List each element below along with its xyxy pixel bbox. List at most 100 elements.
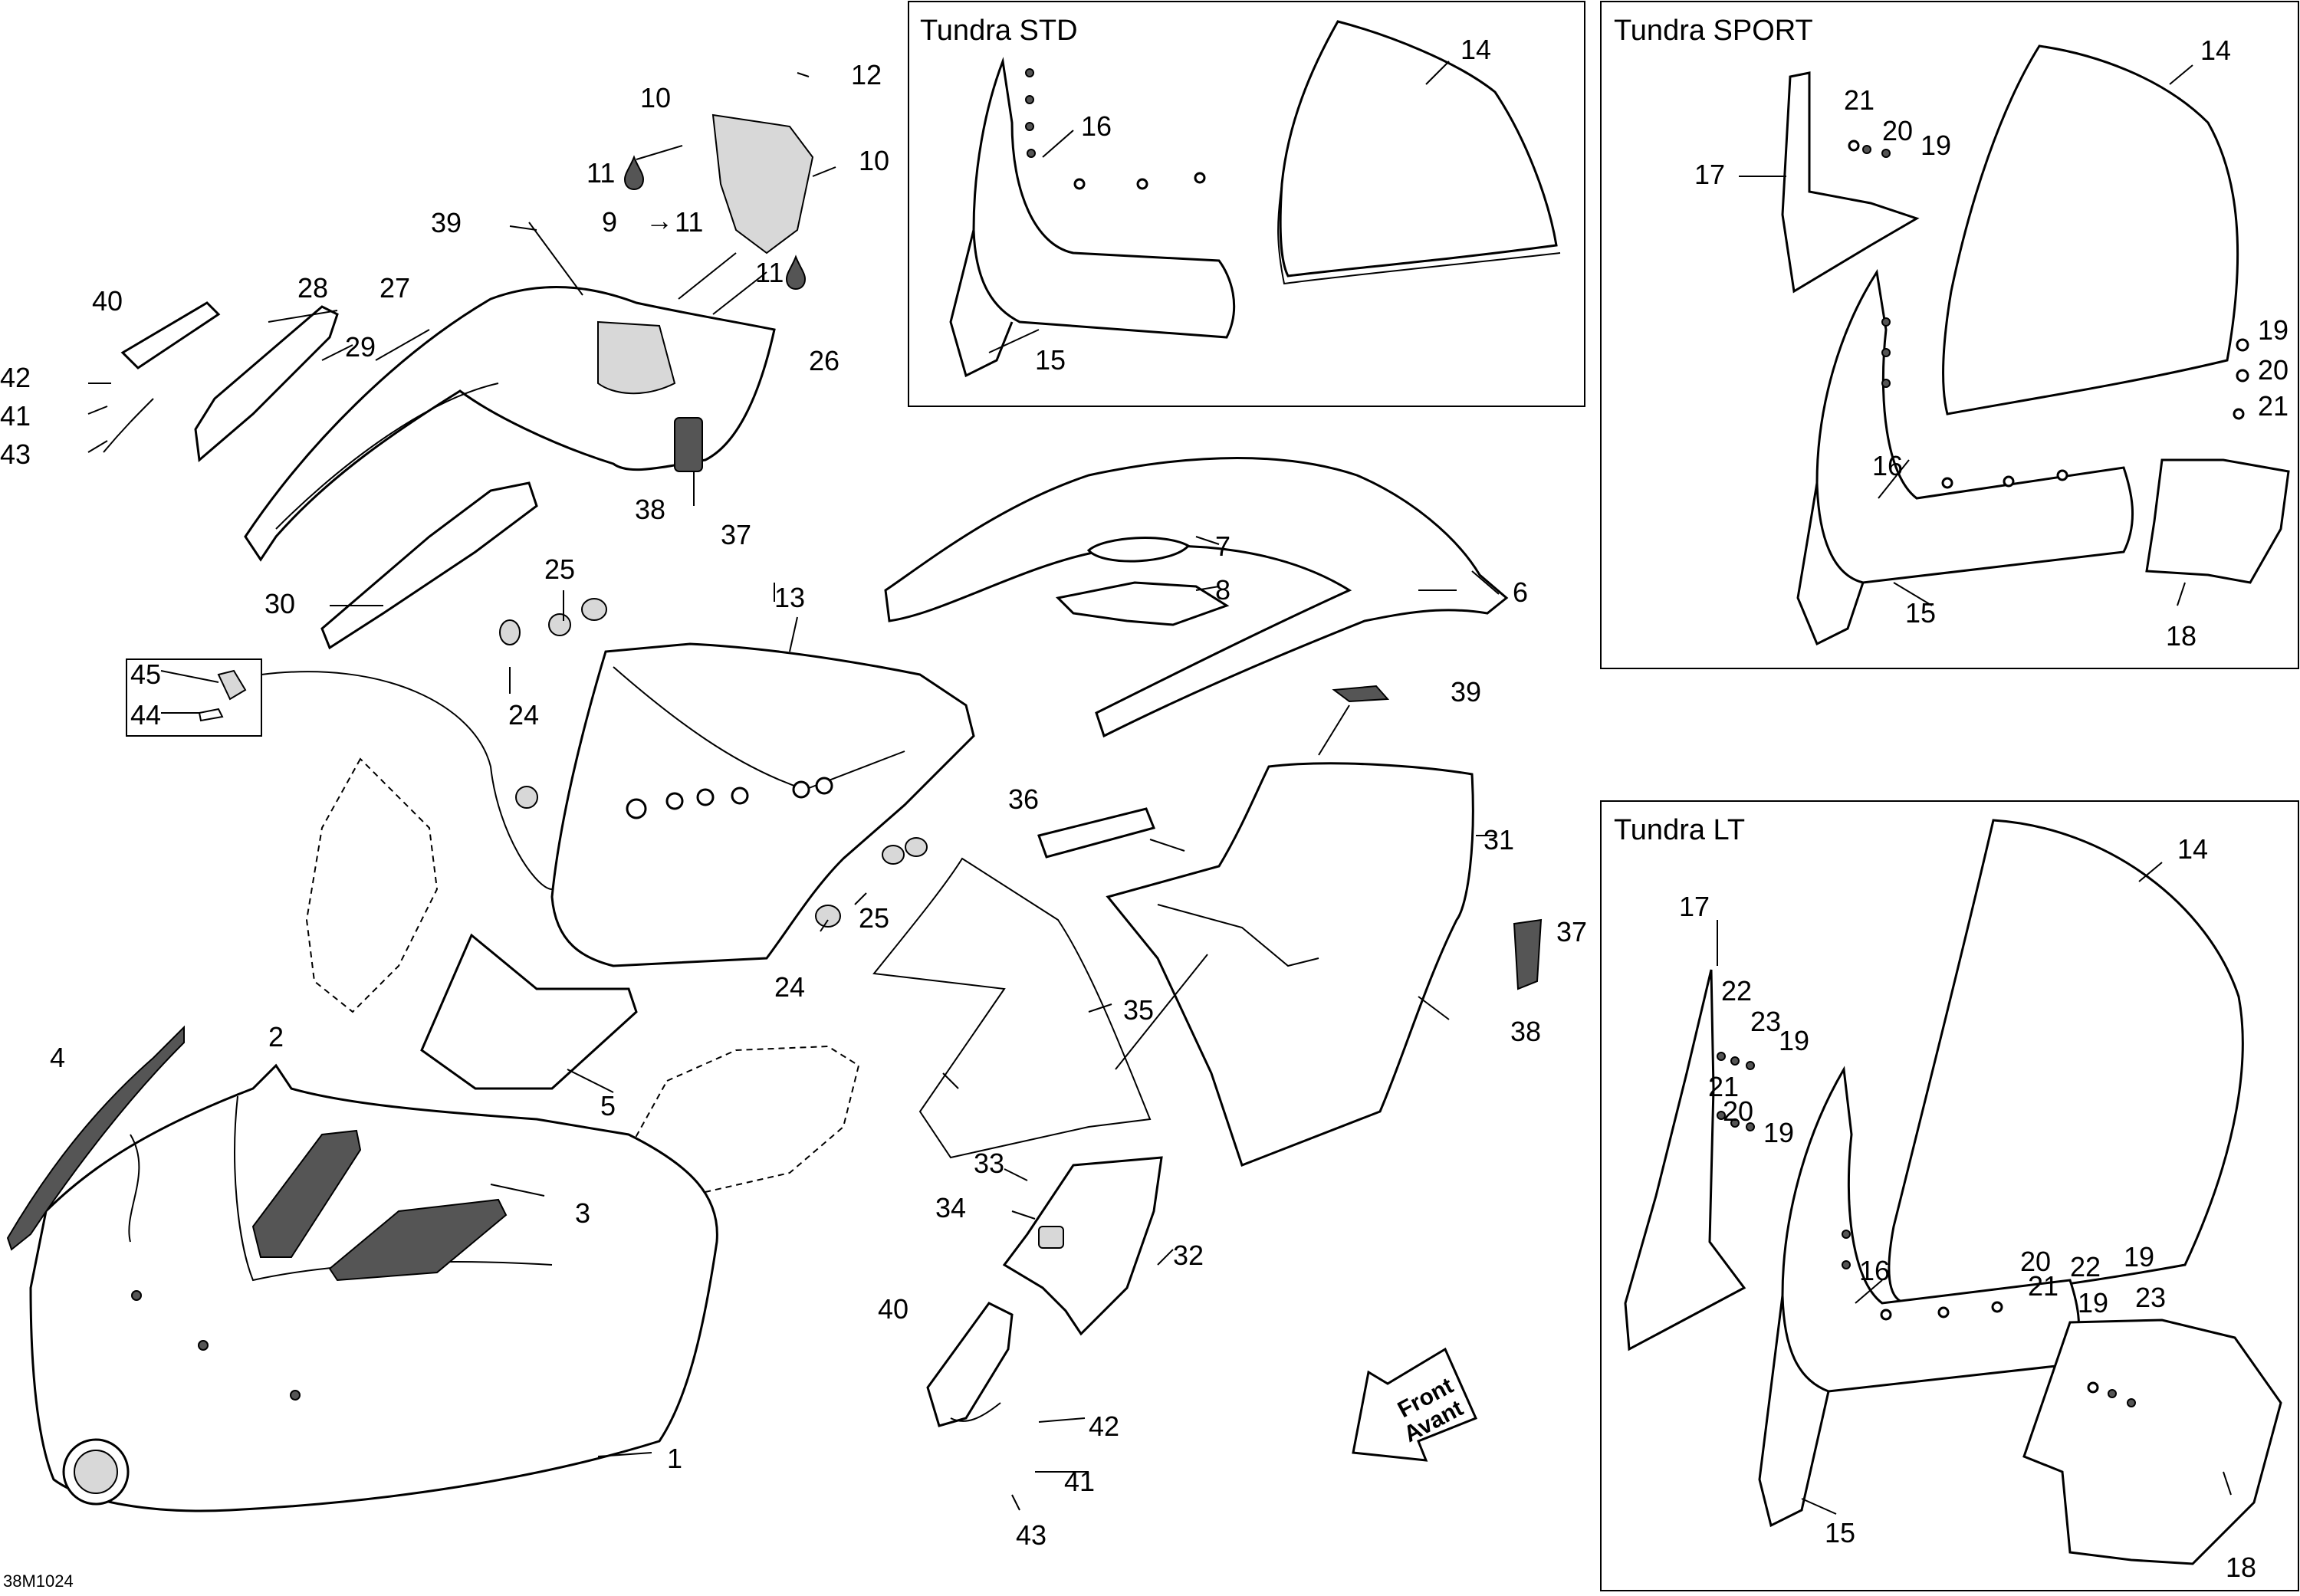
callout-19: 19: [2124, 1241, 2154, 1273]
callout-19: 19: [2078, 1287, 2108, 1319]
callout-36: 36: [1008, 783, 1039, 815]
std-windshield: [1279, 20, 1558, 277]
callout-41: 41: [0, 400, 31, 432]
console-holes: [626, 777, 833, 819]
inset-tundra-std: Tundra STD 16 14 15: [908, 1, 1585, 407]
callout-4: 4: [50, 1042, 65, 1073]
cover-27: [194, 305, 339, 462]
callout-16: 16: [1081, 110, 1112, 142]
lt-windshield: [1888, 819, 2244, 1305]
callout-14: 14: [2200, 34, 2231, 66]
callout-7: 7: [1215, 530, 1230, 562]
inset-tundra-lt: Tundra LT 14 17 22 23 19 21 20 19 16 20 …: [1600, 800, 2299, 1591]
callout-16: 16: [1872, 450, 1903, 481]
callout-43: 43: [1016, 1519, 1046, 1551]
callout-18: 18: [2226, 1552, 2256, 1583]
callout-24: 24: [508, 699, 539, 731]
std-fasteners: [1025, 68, 1206, 190]
callout-30: 30: [264, 588, 295, 619]
plate-8: [1055, 581, 1230, 626]
callout-23: 23: [2135, 1282, 2166, 1313]
callout-43: 43: [0, 438, 31, 470]
callout-21: 21: [1844, 84, 1875, 116]
callout-38: 38: [635, 494, 665, 525]
callout-20: 20: [2258, 354, 2288, 386]
pad-36: [1037, 807, 1156, 859]
inset-title: Tundra STD: [920, 15, 1078, 47]
callout-2: 2: [268, 1021, 284, 1053]
vent-3: [328, 1198, 508, 1282]
callout-23: 23: [1750, 1006, 1781, 1037]
clip-box: [126, 658, 262, 737]
callout-21: 21: [2258, 390, 2288, 422]
callout-40: 40: [878, 1293, 909, 1325]
callout-15: 15: [1035, 344, 1066, 376]
callout-22: 22: [2070, 1251, 2101, 1282]
callout-3: 3: [575, 1197, 590, 1229]
callout-42: 42: [0, 362, 31, 393]
callout-8: 8: [1215, 574, 1230, 606]
sport-deflector-18: [2145, 458, 2290, 584]
callout-14: 14: [2177, 833, 2208, 865]
drop-icon: [623, 155, 645, 191]
callout-5: 5: [600, 1090, 616, 1121]
callout-44: 44: [130, 699, 161, 731]
lt-side-panel: [1758, 1066, 2080, 1528]
callout-13: 13: [774, 582, 805, 613]
callout-1: 1: [667, 1443, 682, 1474]
callout-19: 19: [1779, 1025, 1809, 1056]
callout-6: 6: [1513, 576, 1528, 608]
callout-20: 20: [1723, 1095, 1753, 1127]
callout-10: 10: [640, 82, 671, 113]
callout-12: 12: [851, 59, 882, 90]
bracket-32: [1002, 1156, 1163, 1336]
front-direction-arrow: Front Avant: [1352, 1347, 1478, 1462]
callout-38: 38: [1510, 1016, 1541, 1047]
callout-17: 17: [1694, 159, 1725, 190]
grommets: [499, 598, 928, 928]
latch-37: [1513, 918, 1543, 990]
trim-30: [320, 481, 538, 650]
panel-35: [872, 857, 1152, 1159]
callout-21: 21: [2028, 1270, 2058, 1302]
callout-11: 11: [675, 206, 703, 238]
main-view: Front Avant: [0, 59, 1587, 1551]
callout-10: 10: [859, 145, 889, 176]
arrow-glyph: →: [646, 205, 673, 236]
callout-37: 37: [721, 519, 751, 550]
callout-39: 39: [1451, 676, 1481, 708]
callout-11: 11: [755, 257, 784, 288]
handle-40-lower: [926, 1302, 1014, 1427]
callout-9: 9: [602, 206, 617, 238]
vent-2: [251, 1129, 362, 1258]
lt-bracket-17: [1624, 969, 1746, 1351]
lt-fasteners: [1717, 1052, 2136, 1407]
dashed-headlamp: [627, 1045, 860, 1194]
handle-40-upper: [120, 301, 221, 369]
callout-42: 42: [1089, 1410, 1119, 1442]
callout-21: 21: [1708, 1071, 1739, 1102]
callout-26: 26: [809, 345, 840, 376]
callout-16: 16: [1859, 1255, 1890, 1286]
callout-24: 24: [774, 971, 805, 1003]
callout-41: 41: [1064, 1466, 1095, 1497]
callout-17: 17: [1679, 891, 1710, 922]
drop-icon: [785, 255, 807, 291]
callout-37: 37: [1556, 916, 1587, 947]
callout-19: 19: [1921, 130, 1951, 161]
callout-35: 35: [1123, 994, 1154, 1026]
latch: [674, 417, 703, 472]
sport-bracket-17: [1781, 71, 1920, 294]
bracket-39: [1332, 685, 1390, 703]
callout-39: 39: [431, 207, 462, 238]
callout-25: 25: [544, 553, 575, 585]
vent-4: [6, 1025, 185, 1251]
sport-fasteners: [1848, 140, 2249, 489]
callout-20: 20: [1882, 115, 1913, 146]
callout-32: 32: [1173, 1240, 1204, 1271]
callout-27: 27: [380, 272, 410, 304]
callout-40: 40: [92, 285, 123, 317]
reference-code: 38M1024: [3, 1571, 74, 1591]
callout-29: 29: [345, 331, 376, 363]
